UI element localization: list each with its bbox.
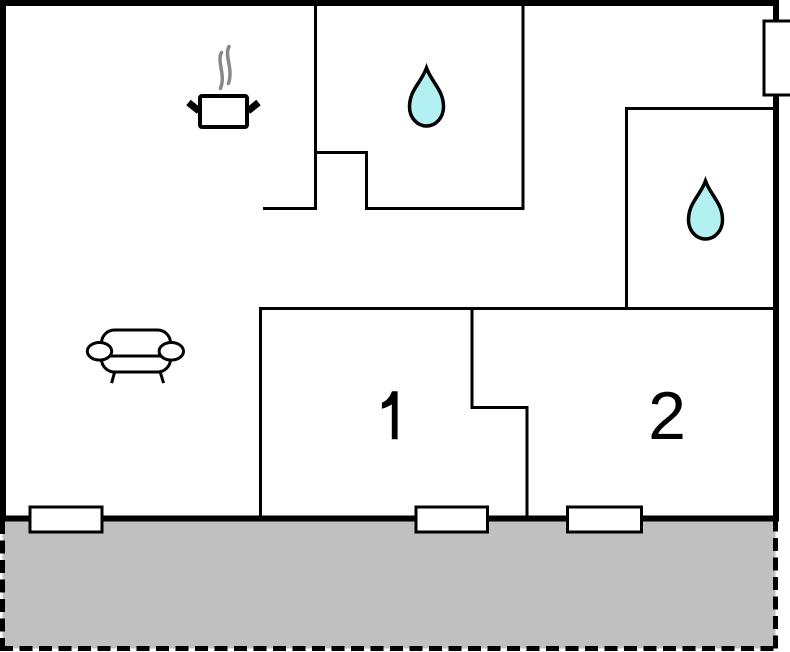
svg-text:2: 2 [648, 378, 686, 454]
